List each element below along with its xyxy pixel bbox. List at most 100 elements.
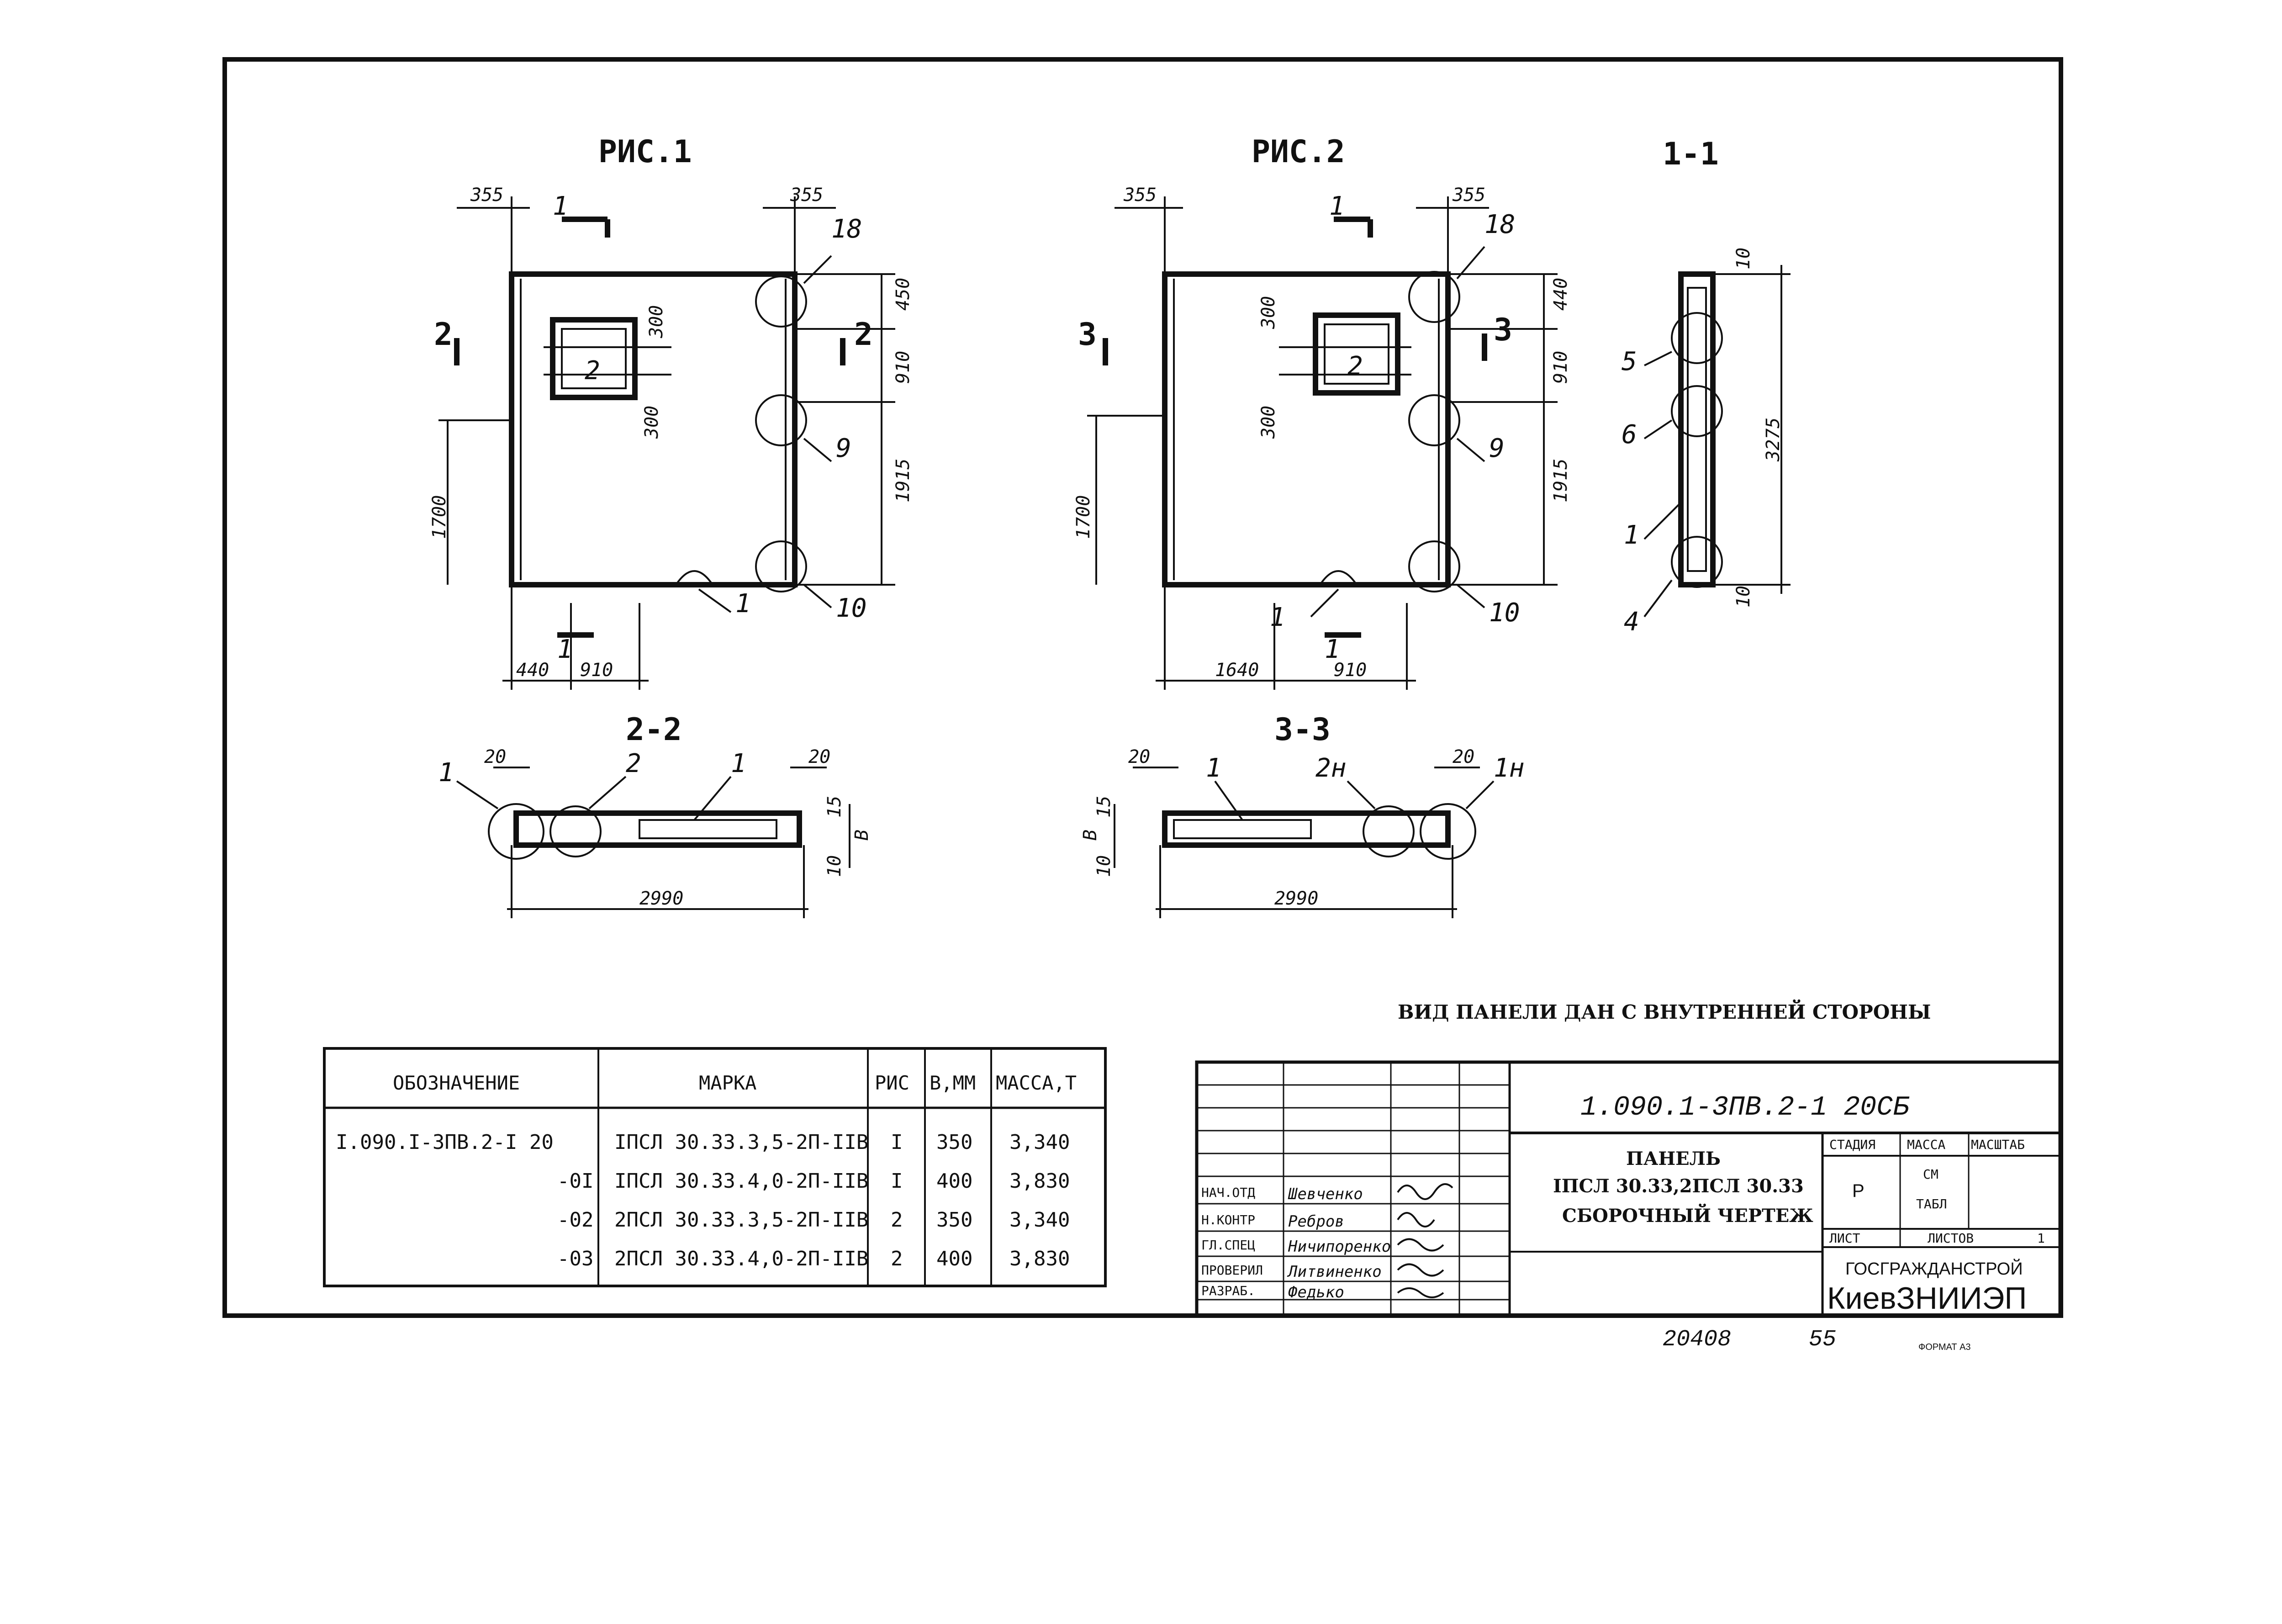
fig1-title: РИС.1 [598,134,692,170]
stamp-title-3: СБОРОЧНЫЙ ЧЕРТЕЖ [1562,1204,1813,1227]
svg-text:МАССА: МАССА [1907,1137,1945,1152]
row4-mass: 3,830 [1009,1247,1070,1270]
svg-text:1915: 1915 [893,459,914,503]
stamp-title-1: ПАНЕЛЬ [1626,1148,1721,1169]
row3-designation: -02 [557,1208,593,1232]
fig2-callout-9-circle [1408,394,1460,446]
row4-designation: -03 [557,1247,593,1270]
svg-text:1: 1 [438,758,454,788]
svg-text:450: 450 [893,278,914,311]
svg-text:6: 6 [1622,420,1637,450]
svg-text:3: 3 [1078,317,1097,353]
row3-mass: 3,340 [1009,1208,1070,1232]
svg-text:1: 1 [731,749,746,778]
svg-text:Федько: Федько [1288,1283,1344,1301]
row1-mark: IПСЛ 30.33.3,5-2П-IIВ [614,1131,868,1154]
svg-text:1640: 1640 [1215,660,1259,681]
svg-text:2н: 2н [1315,753,1346,783]
col-header-b: B,ММ [930,1072,976,1094]
svg-text:Р: Р [1852,1181,1865,1201]
svg-text:3275: 3275 [1763,418,1784,462]
svg-text:Ничипоренко: Ничипоренко [1288,1238,1391,1256]
row4-mark: 2ПСЛ 30.33.4,0-2П-IIВ [614,1247,868,1270]
svg-text:2: 2 [434,317,453,353]
sheet-frame [222,57,2063,1318]
svg-text:1: 1 [2037,1231,2045,1246]
row2-b: 400 [936,1169,972,1193]
svg-text:355: 355 [470,185,503,206]
svg-text:910: 910 [893,351,914,384]
svg-text:20: 20 [808,746,830,767]
fig1-window [550,317,638,400]
svg-text:ГЛ.СПЕЦ: ГЛ.СПЕЦ [1201,1238,1255,1253]
fig1-window-label: 2 [585,356,600,386]
fig2-callout-18-circle [1408,271,1460,323]
svg-text:18: 18 [831,214,862,244]
section-3-3: 3-3 2990 20 20 15 B 10 1 2н 1н [1080,712,1524,918]
svg-text:9: 9 [836,434,851,463]
title-block: 1.090.1-3ПВ.2-1 20СБ ПАНЕЛЬ IПСЛ 30.33,2… [1195,1060,2062,1317]
svg-text:10: 10 [1093,855,1115,877]
figure-2: РИС.2 2 300 300 355 355 1 3 3 1700 [1073,134,1571,690]
row3-mark: 2ПСЛ 30.33.3,5-2П-IIВ [614,1208,868,1232]
svg-text:2990: 2990 [639,888,683,909]
svg-text:1: 1 [557,635,573,664]
svg-text:4: 4 [1624,607,1639,637]
svg-text:1700: 1700 [1073,495,1094,539]
svg-text:1н: 1н [1494,753,1524,783]
fig2-callout-10-circle [1408,540,1460,592]
svg-text:355: 355 [1452,185,1485,206]
row1-designation: I.090.I-3ПВ.2-I 20 [336,1131,554,1154]
svg-text:B: B [851,830,872,841]
svg-text:18: 18 [1484,210,1515,239]
svg-text:2: 2 [626,749,641,778]
svg-text:B: B [1080,830,1101,841]
row3-fig: 2 [891,1208,903,1232]
svg-text:300: 300 [641,406,662,439]
svg-text:РАЗРАБ.: РАЗРАБ. [1201,1283,1255,1298]
footer-inv: 20408 [1663,1327,1731,1353]
svg-text:440: 440 [1550,278,1571,311]
svg-text:20: 20 [484,746,506,767]
svg-text:ЛИСТОВ: ЛИСТОВ [1928,1231,1974,1246]
svg-text:МАСШТАБ: МАСШТАБ [1971,1137,2025,1152]
row4-b: 400 [936,1247,972,1270]
section-1-1: 1-1 10 3275 10 5 6 1 4 [1622,136,1791,637]
svg-text:15: 15 [1093,796,1115,818]
svg-text:10: 10 [824,855,845,877]
col-header-fig: РИС [875,1072,909,1094]
svg-text:20: 20 [1453,746,1474,767]
svg-text:1: 1 [1206,753,1221,783]
svg-text:440: 440 [516,660,549,681]
fig2-title: РИС.2 [1252,134,1345,170]
col-header-mass: МАССА,Т [996,1072,1077,1094]
sec11-title: 1-1 [1663,136,1719,172]
row1-mass: 3,340 [1009,1131,1070,1154]
row1-fig: I [891,1131,903,1154]
svg-text:2990: 2990 [1274,888,1318,909]
fig1-callout-9-circle [755,394,807,446]
svg-text:СМ: СМ [1923,1167,1939,1182]
sec33-title: 3-3 [1274,712,1331,748]
row1-b: 350 [936,1131,972,1154]
svg-text:910: 910 [1550,351,1571,384]
row3-b: 350 [936,1208,972,1232]
col-header-mark: МАРКА [699,1072,756,1094]
svg-text:ПРОВЕРИЛ: ПРОВЕРИЛ [1201,1263,1263,1278]
svg-text:2: 2 [854,317,873,353]
svg-text:910: 910 [580,660,613,681]
figure-1: РИС.1 2 300 300 355 355 1 2 2 1700 [429,134,914,690]
svg-text:ЛИСТ: ЛИСТ [1829,1231,1860,1246]
svg-text:СТАДИЯ: СТАДИЯ [1829,1137,1875,1152]
svg-text:15: 15 [824,796,845,818]
stamp-code: 1.090.1-3ПВ.2-1 20СБ [1580,1092,1910,1123]
row2-mass: 3,830 [1009,1169,1070,1193]
section-2-2: 2-2 2990 20 20 15 B 10 1 2 1 [438,712,872,918]
svg-text:910: 910 [1334,660,1367,681]
row2-fig: I [891,1169,903,1193]
spec-table: ОБОЗНАЧЕНИЕ МАРКА РИС B,ММ МАССА,Т I.090… [323,1047,1107,1287]
row2-mark: IПСЛ 30.33.4,0-2П-IIВ [614,1169,868,1193]
fig1-callout-18-circle [755,275,807,328]
row4-fig: 2 [891,1247,903,1270]
